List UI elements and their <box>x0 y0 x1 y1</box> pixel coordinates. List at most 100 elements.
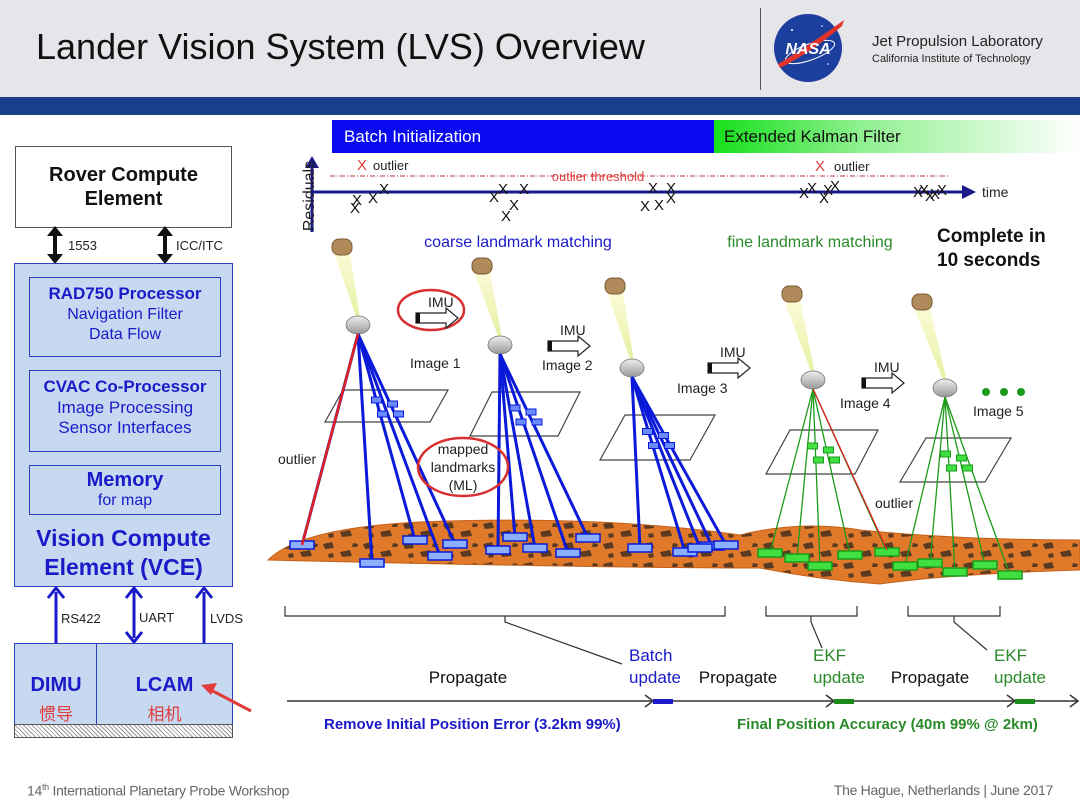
parachute-canopy-icon <box>911 293 933 311</box>
ground-landmark <box>942 567 968 577</box>
residual-point: X <box>799 185 809 202</box>
landmark-ray <box>944 396 1011 576</box>
residual-point: X <box>819 190 829 207</box>
residuals-plot: Residuals time outlier threshold X outli… <box>301 156 1009 232</box>
image-landmark <box>515 418 527 426</box>
landmark-ray <box>944 396 956 573</box>
outlier-ray-2 <box>812 388 888 551</box>
ground-landmark <box>972 560 998 570</box>
ground-landmark <box>442 539 468 549</box>
outlier-legend-1: outlier <box>373 158 409 173</box>
rce-links <box>47 226 173 264</box>
memory-box: Memory for map <box>29 465 221 515</box>
residual-point: X <box>509 197 519 214</box>
image-landmark <box>829 456 840 464</box>
memory-line1: for map <box>97 492 153 509</box>
landmark-ray <box>498 353 590 539</box>
footer-ordinal: th <box>41 782 49 792</box>
ground-landmark <box>757 548 783 558</box>
landmark-ray <box>812 388 821 567</box>
image-label: Image 5 <box>973 403 1024 419</box>
dimu-title: DIMU <box>30 674 82 696</box>
footer-workshop-number: 14 <box>27 782 42 799</box>
footer-left: 14th International Planetary Probe Works… <box>27 782 289 799</box>
outlier-left-label: outlier <box>278 451 316 467</box>
ground-landmark <box>807 561 833 571</box>
imu-arrow-shape <box>707 356 751 380</box>
landmark-ray <box>498 353 537 549</box>
ground-landmark <box>917 558 943 568</box>
parachute-canopy-icon <box>471 257 493 275</box>
ground-landmark <box>522 543 548 553</box>
lander-icon <box>800 370 826 390</box>
residual-point: X <box>807 180 817 197</box>
complete-line1: Complete in <box>937 226 1046 247</box>
cvac-coprocessor-box: CVAC Co-Processor Image Processing Senso… <box>29 370 221 452</box>
ekf-update-marker-2 <box>1015 699 1035 704</box>
link-lvds-arrow <box>194 586 214 643</box>
outlier-ray-1 <box>300 333 360 546</box>
residual-point: X <box>640 198 650 215</box>
vce-title: Vision Compute Element (VCE) <box>15 524 232 582</box>
mounting-plate <box>14 724 233 738</box>
residual-point: X <box>498 181 508 198</box>
image-label: Image 3 <box>677 380 728 396</box>
ground-landmark <box>874 547 900 557</box>
residual-point: X <box>350 200 360 217</box>
image-label: Image 2 <box>542 357 593 373</box>
outlier-legend-2: outlier <box>834 159 870 174</box>
image-landmark <box>940 450 951 458</box>
imu-label: IMU <box>720 344 746 360</box>
lander-frame: Image 2 <box>469 257 601 558</box>
image-landmark <box>658 432 669 439</box>
ekf-update-1-line2: update <box>813 668 865 687</box>
parachute-canopy-icon <box>604 277 626 295</box>
ground-landmark <box>687 543 713 553</box>
ground-landmark <box>427 551 453 561</box>
imu-arrow-shape <box>415 306 459 330</box>
vce-title-line1: Vision Compute <box>36 525 211 551</box>
residual-point: X <box>937 182 947 199</box>
cvac-line1: Image Processing <box>56 398 194 417</box>
image-landmark <box>525 408 537 416</box>
residual-point: X <box>501 208 511 225</box>
residuals-axis-label: Residuals <box>301 161 318 231</box>
ground-landmark <box>359 558 385 568</box>
slide-title: Lander Vision System (LVS) Overview <box>36 26 645 67</box>
mapped-line1: mapped <box>438 441 489 457</box>
time-axis-arrowhead <box>962 185 976 199</box>
landmark-ray <box>630 376 642 549</box>
ekf-bar: Extended Kalman Filter <box>714 120 1080 153</box>
residual-point: X <box>830 178 840 195</box>
image-label: Image 1 <box>410 355 461 371</box>
residual-point: X <box>654 197 664 214</box>
landmark-ray <box>796 388 814 559</box>
residual-point: X <box>489 189 499 206</box>
residual-point: X <box>379 181 389 198</box>
outlier-threshold-label: outlier threshold <box>552 169 645 184</box>
ground-landmark <box>575 533 601 543</box>
image-landmark <box>648 442 659 449</box>
link-uart-label: UART <box>139 610 175 625</box>
final-accuracy-label: Final Position Accuracy (40m 99% @ 2km) <box>737 716 1038 733</box>
red-pointer-arrow-icon <box>201 683 252 713</box>
lander-icon <box>487 335 513 355</box>
footer-right: The Hague, Netherlands | June 2017 <box>833 782 1053 798</box>
link-lvds-label: LVDS <box>210 611 243 626</box>
parachute-cone <box>784 300 815 374</box>
memory-title: Memory <box>86 469 164 491</box>
timeline-arrowhead <box>1069 694 1080 708</box>
landmark-ray <box>630 376 702 549</box>
link-icc-label: ICC/ITC <box>176 238 223 253</box>
nasa-logo-text: NASA <box>785 41 830 58</box>
slide-header: Lander Vision System (LVS) Overview NASA… <box>0 0 1080 97</box>
remove-error-label: Remove Initial Position Error (3.2km 99%… <box>324 716 621 733</box>
residual-point: X <box>930 186 940 203</box>
parachute-canopy-icon <box>331 238 353 256</box>
image-landmark <box>387 400 398 408</box>
landmark-ray <box>904 396 946 567</box>
batch-update-line1: Batch <box>629 646 672 665</box>
